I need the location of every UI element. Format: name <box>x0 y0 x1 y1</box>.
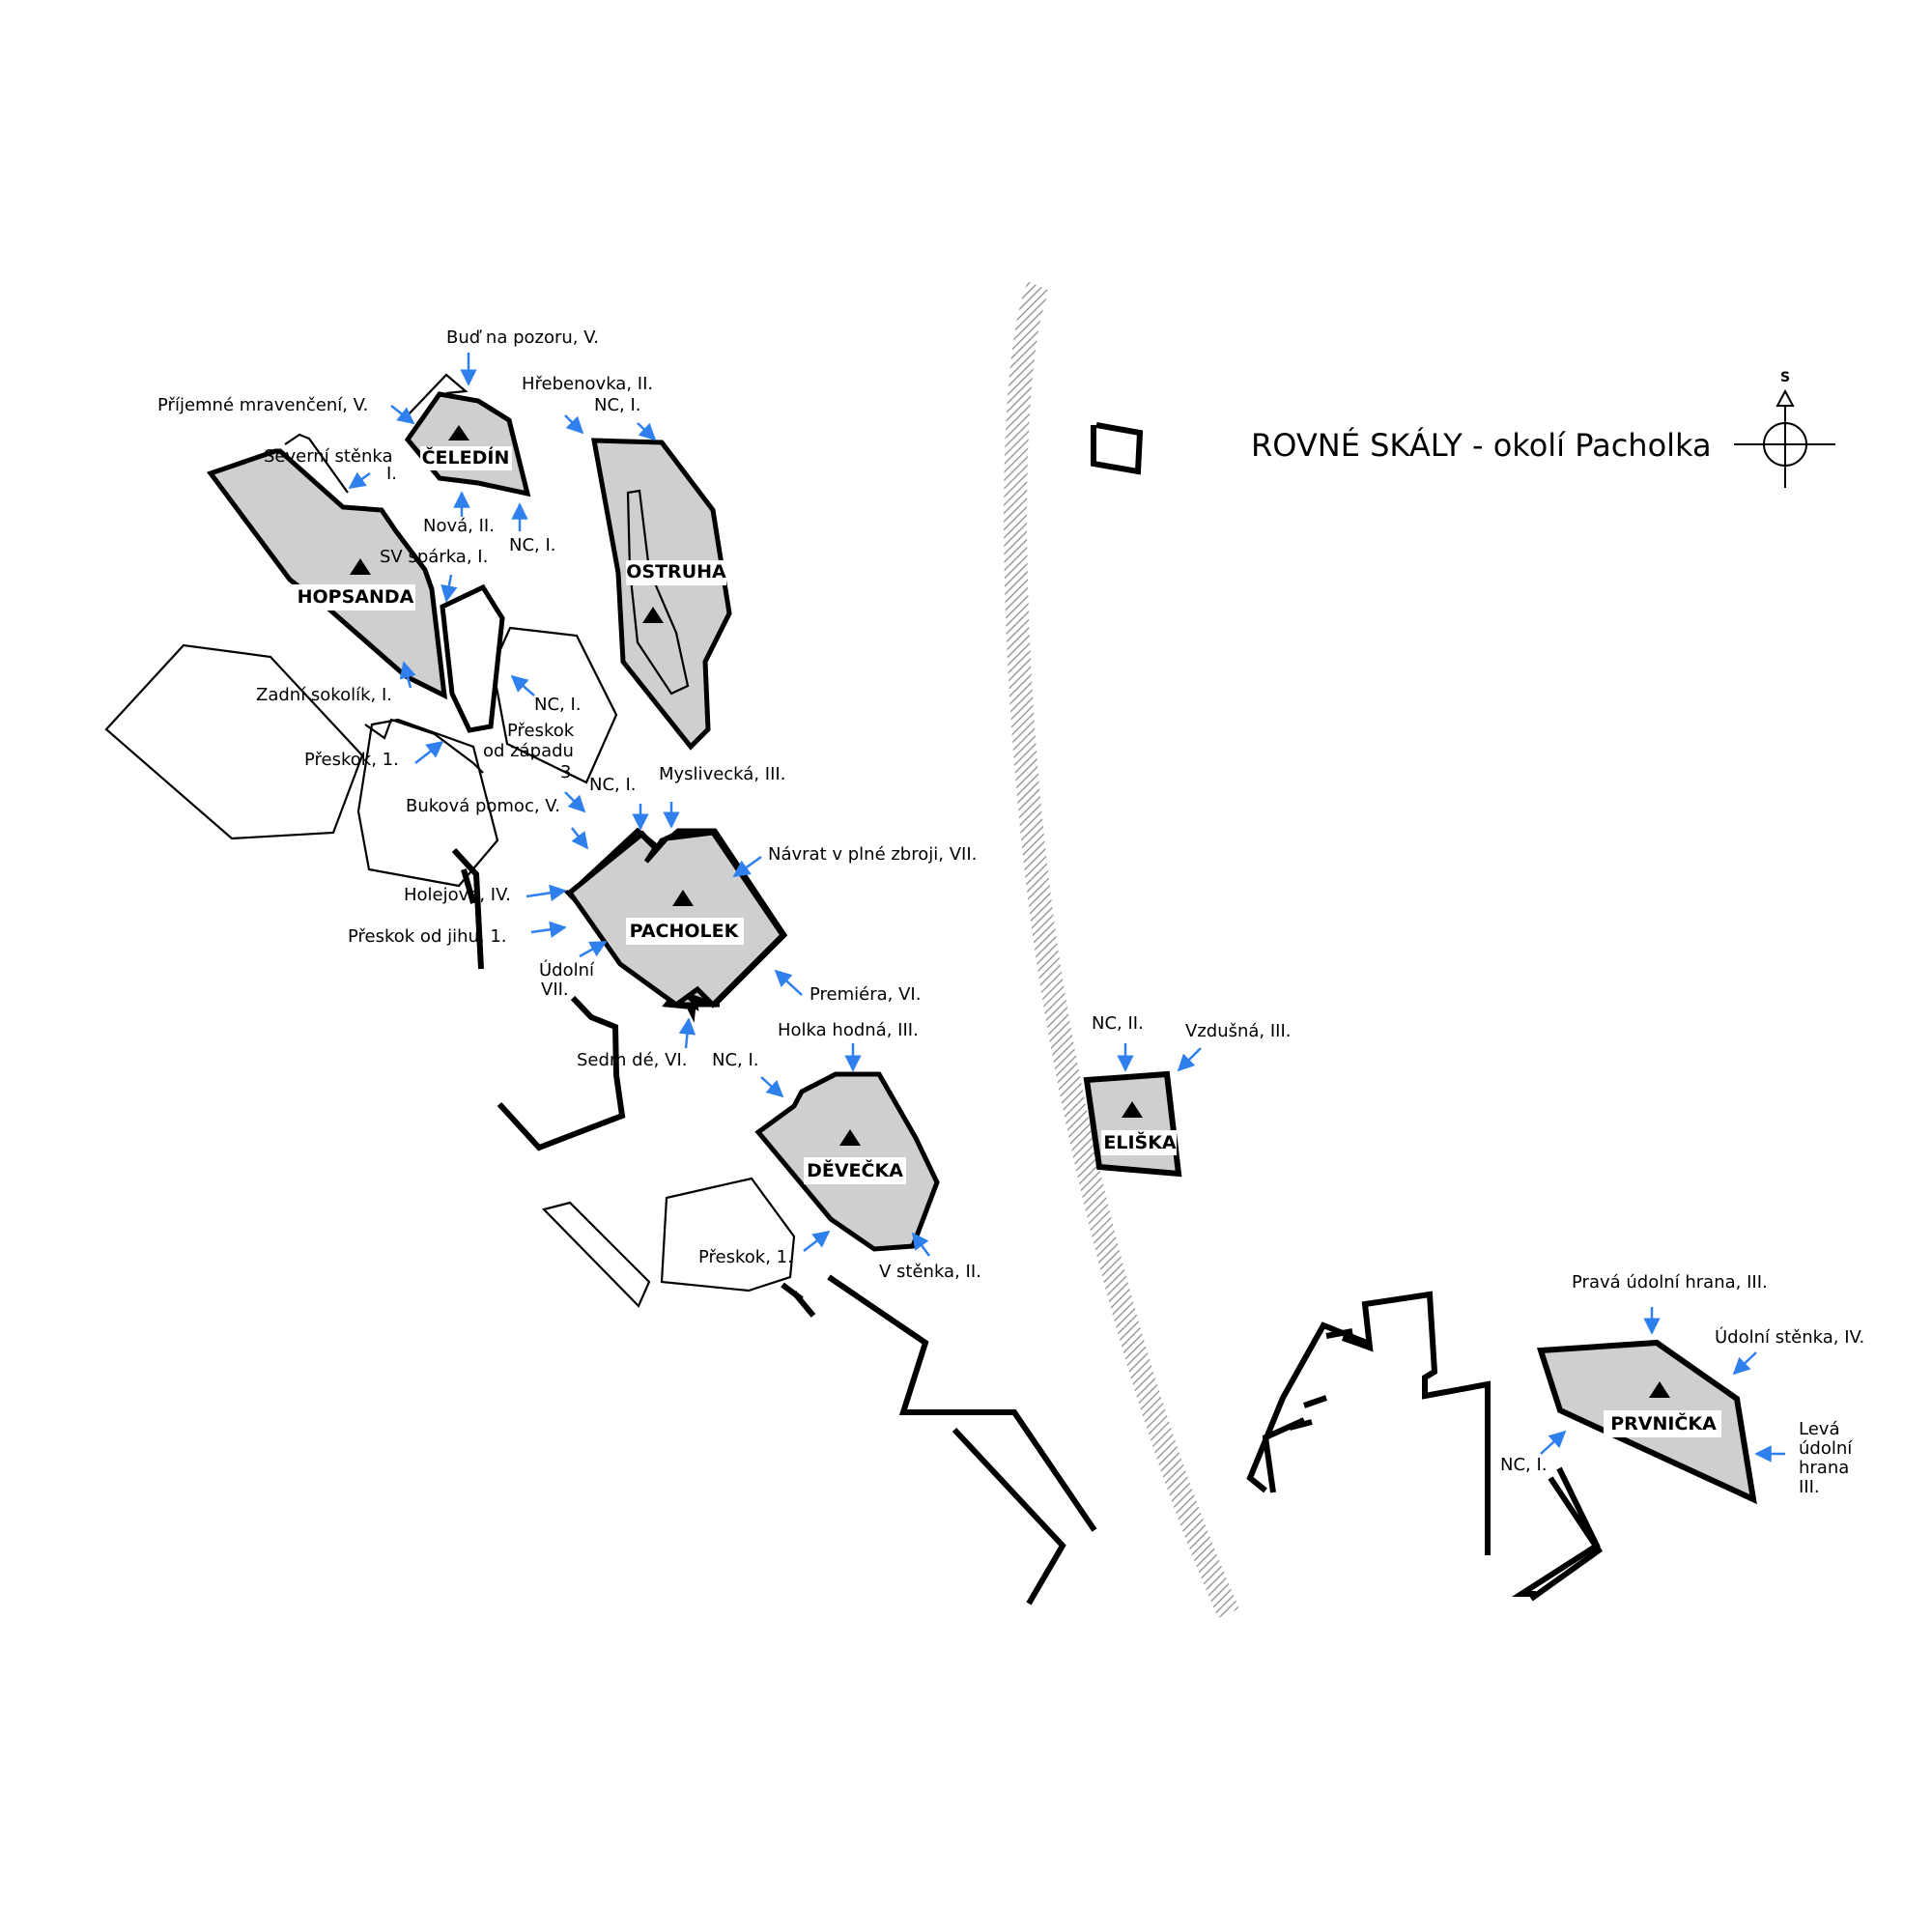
tower-sv-sparka-rock <box>440 583 505 733</box>
route-label: Myslivecká, III. <box>659 764 785 784</box>
tower-prvnicka[interactable]: PRVNIČKA <box>1536 1339 1757 1505</box>
summit-icon <box>350 558 371 575</box>
route-label: Údolní stěnka, IV. <box>1715 1326 1864 1348</box>
route-label: Příjemné mravenčení, V. <box>157 395 368 415</box>
route-label: od západu <box>483 741 574 761</box>
tower-label-hopsanda: HOPSANDA <box>298 586 414 608</box>
route-label: I. <box>386 464 397 484</box>
route-label: NC, I. <box>589 775 637 795</box>
route-label: Návrat v plné zbroji, VII. <box>768 844 977 865</box>
summit-icon <box>672 890 694 906</box>
route-label: 3. <box>560 762 577 782</box>
unnamed-rocks <box>104 626 796 1308</box>
route-label: Přeskok od jihu, 1. <box>348 926 507 947</box>
route-label: VII. <box>541 980 569 1000</box>
route-label: Přeskok, 1. <box>698 1247 793 1267</box>
route-label: Levá <box>1799 1419 1839 1439</box>
compass-icon: S <box>1734 370 1835 488</box>
route-label: Pravá údolní hrana, III. <box>1572 1272 1768 1293</box>
route-label: Buď na pozoru, V. <box>446 327 599 348</box>
summit-icon <box>448 425 469 440</box>
route-label: NC, I. <box>509 535 556 555</box>
tower-hopsanda[interactable]: HOPSANDA <box>206 448 448 700</box>
route-label: NC, I. <box>594 395 641 415</box>
unnamed-walls <box>451 422 1604 1605</box>
route-label: Údolní <box>539 959 595 980</box>
summit-icon <box>839 1129 861 1146</box>
tower-label-devecka: DĚVEČKA <box>807 1158 903 1181</box>
route-label: Holka hodná, III. <box>778 1020 919 1040</box>
tower-devecka[interactable]: DĚVEČKA <box>754 1071 940 1252</box>
route-label: údolní <box>1799 1438 1853 1459</box>
hopsanda-outline-extra <box>284 433 349 494</box>
tower-label-prvnicka: PRVNIČKA <box>1610 1411 1717 1435</box>
route-label: Zadní sokolík, I. <box>256 685 392 705</box>
route-label: NC, I. <box>712 1050 759 1070</box>
tower-label-pacholek: PACHOLEK <box>630 921 740 942</box>
tower-eliska[interactable]: ELIŠKA <box>1083 1070 1182 1178</box>
route-label: III. <box>1799 1477 1820 1497</box>
summit-icon <box>1649 1381 1670 1398</box>
route-label: Buková pomoc, V. <box>406 796 560 816</box>
map-title: ROVNÉ SKÁLY - okolí Pacholka <box>1251 427 1712 464</box>
route-label: Nová, II. <box>423 516 495 536</box>
route-label: Přeskok, 1. <box>304 750 399 770</box>
summit-icon <box>1122 1101 1143 1118</box>
route-label: Sedm dé, VI. <box>577 1050 687 1070</box>
compass-letter: S <box>1780 370 1790 385</box>
route-arrows <box>348 353 1785 1463</box>
route-label: Severní stěnka <box>264 446 393 467</box>
route-label: Vzdušná, III. <box>1185 1021 1292 1041</box>
route-label: NC, I. <box>1500 1455 1548 1475</box>
route-label: SV spárka, I. <box>380 547 488 567</box>
tower-label-celedin: ČELEDÍN <box>422 445 510 469</box>
route-label: NC, I. <box>534 695 582 715</box>
route-label: NC, II. <box>1092 1013 1144 1034</box>
tower-pacholek[interactable]: PACHOLEK <box>562 827 788 1023</box>
route-label: hrana <box>1799 1458 1849 1478</box>
tower-label-eliska: ELIŠKA <box>1103 1130 1177 1153</box>
route-label: Přeskok <box>507 721 575 741</box>
tower-ostruha[interactable]: OSTRUHA <box>590 438 732 751</box>
hatched-path <box>1004 281 1239 1618</box>
route-label: V stěnka, II. <box>879 1262 981 1282</box>
route-labels: Buď na pozoru, V. Příjemné mravenčení, V… <box>157 327 1864 1497</box>
tower-celedin[interactable]: ČELEDÍN <box>404 391 531 497</box>
summit-icon <box>642 607 664 623</box>
route-label: Holejova, IV. <box>404 885 511 905</box>
route-label: Hřebenovka, II. <box>522 374 653 394</box>
tower-label-ostruha: OSTRUHA <box>626 561 726 582</box>
route-label: Premiéra, VI. <box>810 984 921 1005</box>
celedin-outline-extra <box>405 373 469 418</box>
